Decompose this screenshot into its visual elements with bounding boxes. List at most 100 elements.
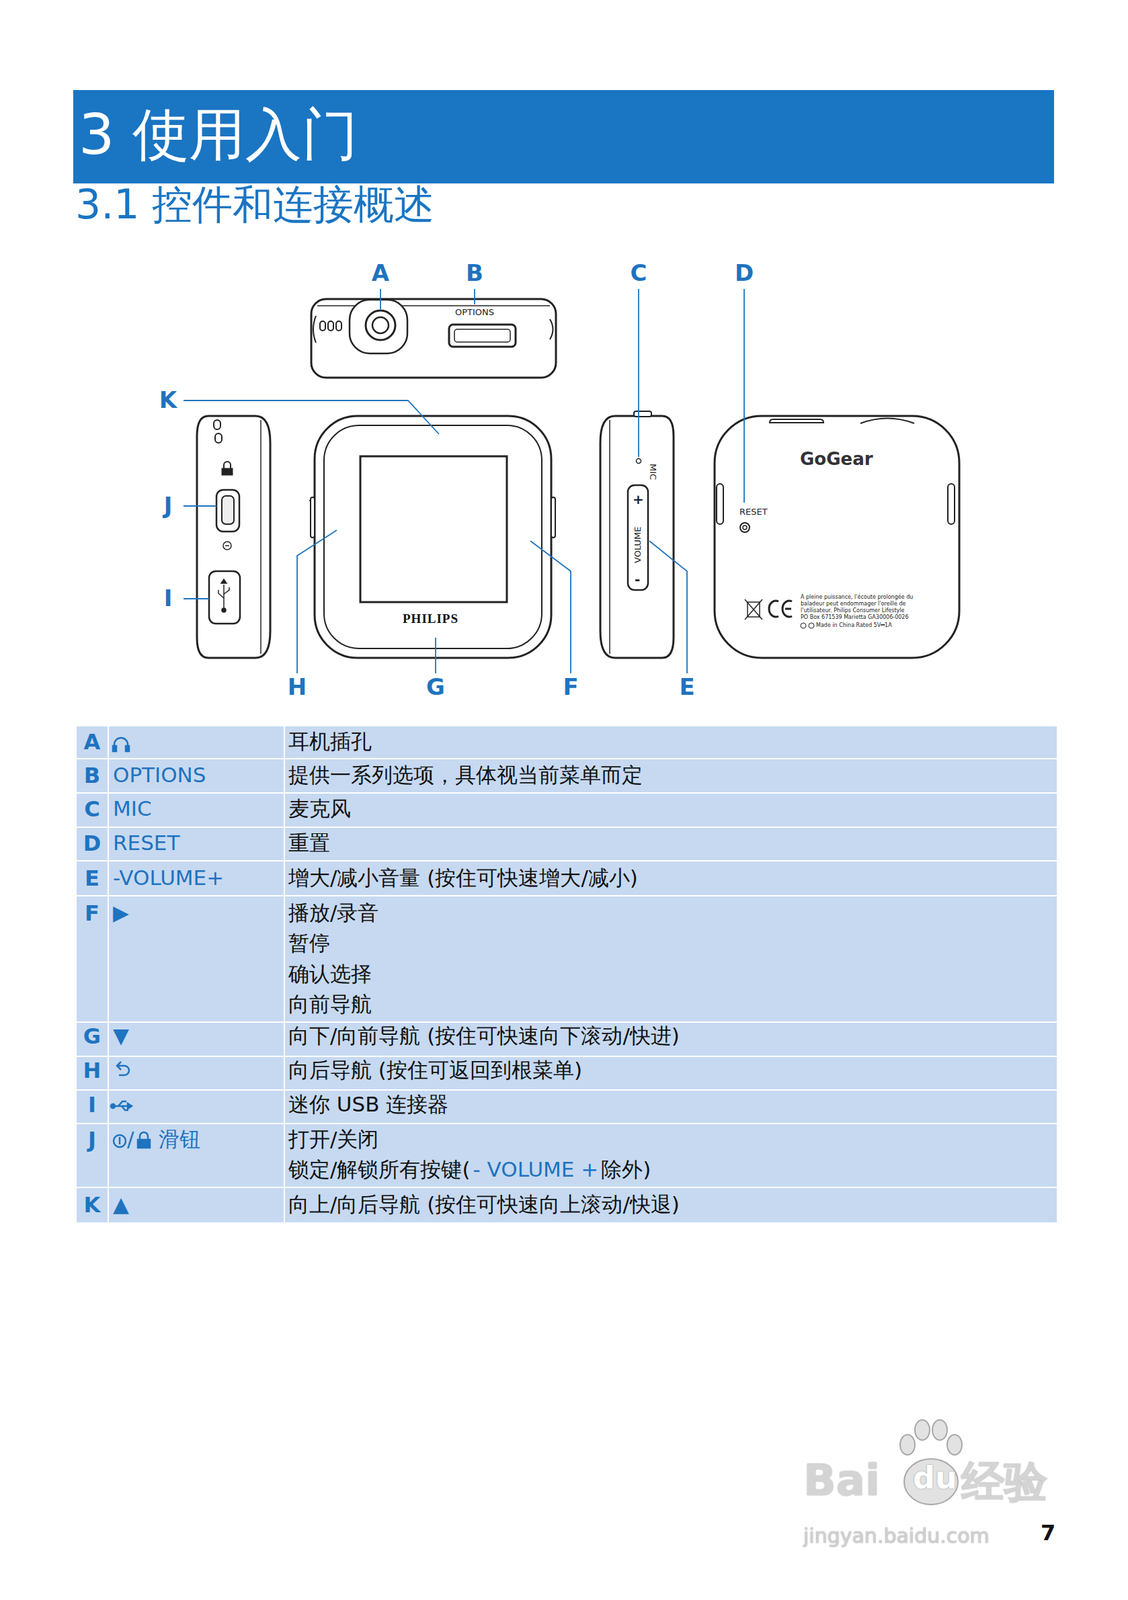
front-view <box>314 416 552 659</box>
drawing-part <box>808 623 815 629</box>
watermark: 经验 <box>961 1456 1048 1509</box>
usb-port <box>209 571 240 624</box>
control-name: - VOLUME + <box>473 1157 599 1183</box>
left-side-view <box>196 416 271 659</box>
watermark: du <box>912 1460 958 1498</box>
drawing-part <box>336 321 342 331</box>
drawing-part <box>434 637 437 674</box>
drawing-part <box>218 590 224 599</box>
drawing-part <box>183 505 217 507</box>
table-key: F <box>76 900 108 927</box>
power-icon <box>118 1137 122 1145</box>
table-description: 除外) <box>600 1157 651 1183</box>
drawing-part <box>800 623 807 629</box>
drawing-part <box>223 587 230 595</box>
section-heading: 3.1 控件和连接概述 <box>75 180 435 229</box>
table-key: B <box>76 762 108 789</box>
lock-icon <box>137 1140 150 1149</box>
drawing-part <box>649 541 688 674</box>
brand-logo: GoGear <box>799 449 874 470</box>
usb-icon <box>121 1106 129 1111</box>
drawing-part <box>76 895 1057 897</box>
drawing-part <box>76 726 1057 1223</box>
drawing-part <box>76 726 1057 1223</box>
brand-logo: PHILIPS <box>402 611 459 628</box>
regulatory-text: PO Box 671539 Marietta GA30006-0026 <box>800 614 909 622</box>
usb-icon <box>118 1101 127 1107</box>
drawing-part <box>769 419 824 423</box>
back-icon <box>116 1062 122 1071</box>
table-key: D <box>76 830 108 857</box>
drawing-part <box>716 484 724 525</box>
table-description: 向上/向后导航 (按住可快速向上滚动/快退) <box>288 1192 680 1218</box>
device-drawing <box>196 299 960 659</box>
table-key: H <box>76 1058 108 1084</box>
table-key: C <box>76 796 108 823</box>
callout-letter: F <box>557 673 585 702</box>
drawing-part <box>221 608 226 613</box>
right-side-view <box>600 416 674 659</box>
lock-mark <box>221 468 233 476</box>
drawing-part <box>914 1420 930 1441</box>
drawing-part <box>183 400 439 435</box>
device-marking: VOLUME <box>632 527 644 564</box>
callout-letter: E <box>673 673 701 702</box>
device-marking: - <box>634 571 640 588</box>
usb-mark <box>218 579 230 613</box>
chapter-heading: 3 使用入门 <box>78 100 359 169</box>
control-name: MIC <box>112 796 152 822</box>
headphone-icon <box>112 746 117 752</box>
callout-letter: C <box>625 259 653 288</box>
device-marking: RESET <box>739 506 768 518</box>
regulatory-text: l'utilisateur. Philips Consumer Lifestyl… <box>800 607 905 615</box>
regulatory-text: baladeur peut endommager l'oreille de <box>800 600 907 608</box>
drawing-part <box>549 319 554 340</box>
leader-lines <box>183 289 745 674</box>
reset-hole <box>740 522 750 533</box>
table-description: 锁定/解锁所有按键( <box>288 1157 471 1183</box>
drawing-part <box>609 420 611 655</box>
drawing-part <box>633 411 652 417</box>
drawing-part <box>183 598 210 600</box>
drawing-part <box>900 1435 915 1456</box>
cert-marks <box>800 623 815 629</box>
drawing-part <box>76 758 1057 760</box>
drawing-part <box>379 289 382 310</box>
drawing-part <box>76 792 1057 794</box>
drawing-part <box>76 1021 1057 1024</box>
drawing-part <box>319 321 342 331</box>
page-number: 7 <box>1040 1520 1056 1547</box>
drawing-part <box>372 317 389 334</box>
volume-rocker <box>627 485 649 591</box>
lock-icon <box>139 1132 148 1141</box>
drawing-part <box>328 321 334 331</box>
drawing-part <box>744 599 763 620</box>
screen <box>360 456 507 603</box>
device-marking: OPTIONS <box>455 307 495 318</box>
power-icon <box>113 1135 126 1148</box>
table-description: 迷你 USB 连接器 <box>288 1092 449 1118</box>
drawing-part <box>324 425 542 649</box>
table-description: 确认选择 <box>288 961 372 987</box>
table-description: 向后导航 (按住可返回到根菜单) <box>288 1058 583 1083</box>
drawing-part <box>215 433 222 443</box>
watermark: Bai <box>803 1455 880 1508</box>
table-key: A <box>76 729 108 755</box>
callout-letter: K <box>154 386 182 415</box>
device-marking: MIC <box>647 463 659 480</box>
table-grid <box>76 726 1057 1223</box>
control-name: 滑钮 <box>158 1127 201 1153</box>
callout-letter: B <box>461 259 489 288</box>
callout-letter: H <box>283 673 311 702</box>
drawing-part <box>76 860 1057 862</box>
table-description: 播放/录音 <box>288 900 379 926</box>
table-description: 向前导航 <box>288 992 372 1018</box>
watermark: jingyan.baidu.com <box>803 1524 990 1549</box>
drawing-part <box>317 305 550 307</box>
top-view <box>311 299 556 378</box>
drawing-part <box>76 1187 1057 1189</box>
table-key: G <box>76 1023 108 1050</box>
callout-letter: I <box>154 584 182 613</box>
drawing-part <box>297 530 337 674</box>
